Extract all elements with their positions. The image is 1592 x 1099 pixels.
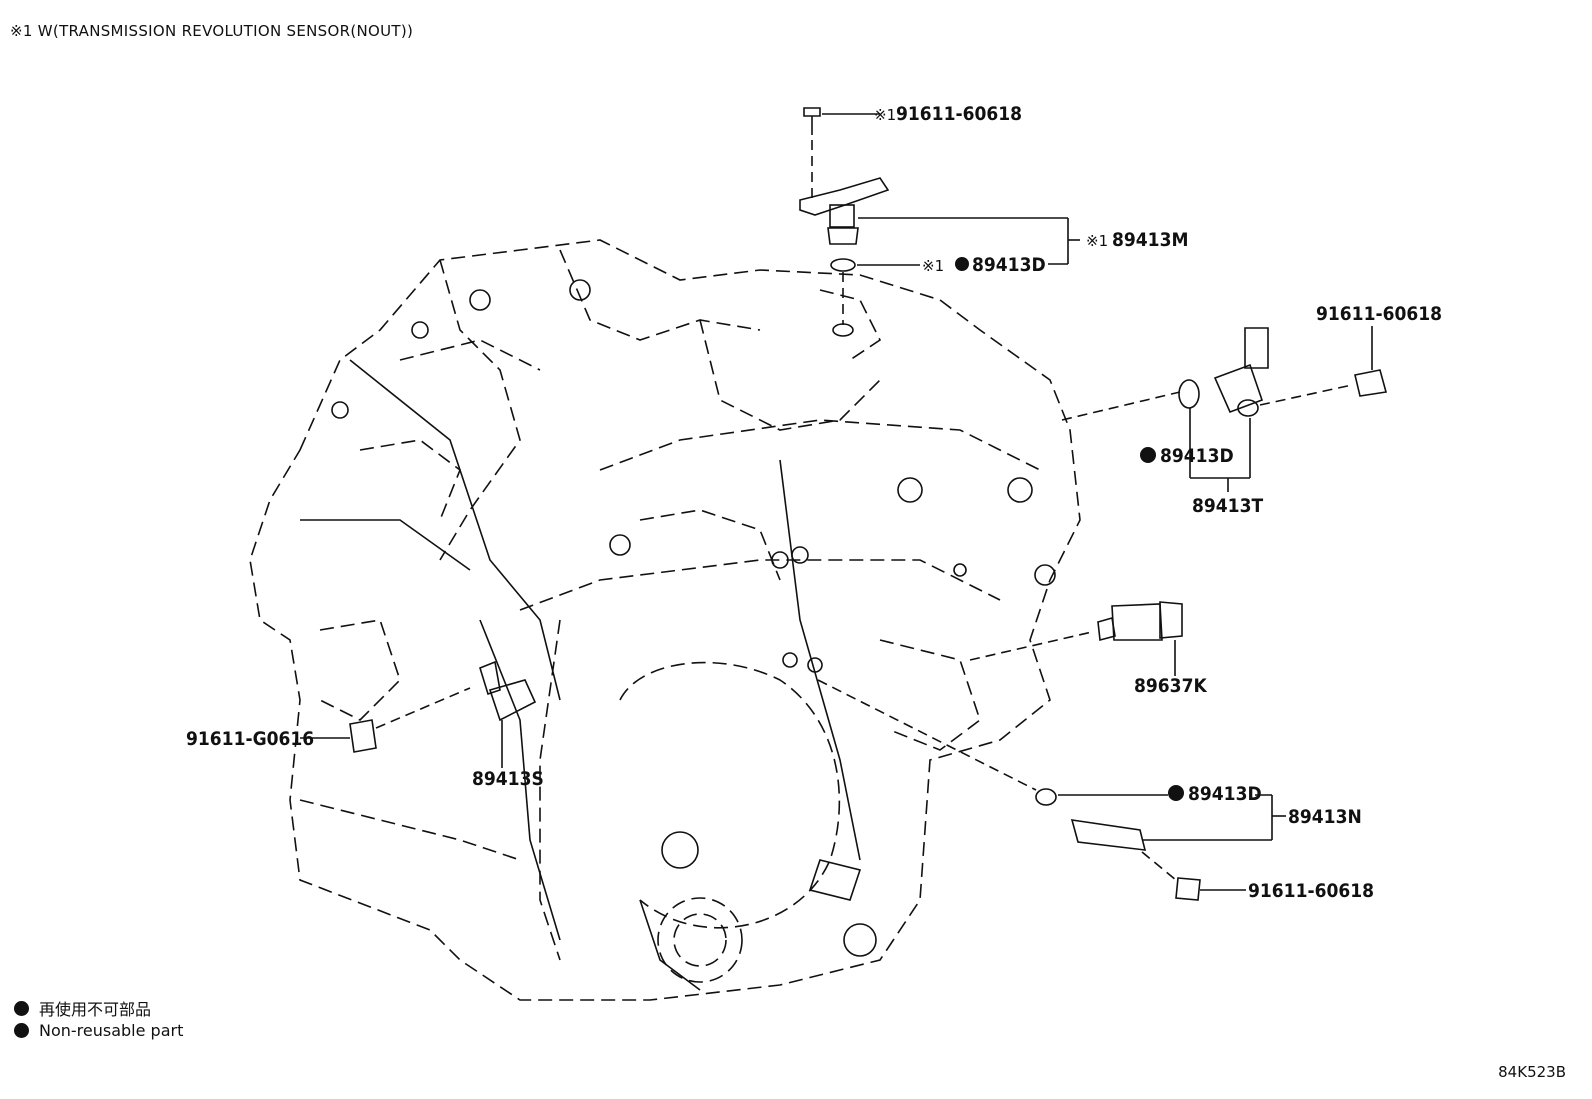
label-sensor-s: 89413S: [472, 768, 544, 790]
ref-mark-sensor-m: ※1: [1086, 232, 1108, 250]
ref-mark-bolt-top: ※1: [874, 106, 896, 124]
sensor-n-assembly: [817, 679, 1201, 901]
nonreusable-dot-icon: [14, 1000, 29, 1016]
switch-k-assembly: [969, 601, 1183, 661]
callout-oring-top: ※1 89413D: [922, 254, 1046, 276]
label-sensor-n: 89413N: [1288, 806, 1362, 828]
label-bolt-right: 91611-60618: [1316, 303, 1442, 325]
nonreusable-dot-icon: [1168, 785, 1184, 801]
diagram-code: 84K523B: [1498, 1063, 1566, 1081]
label-sensor-m: 89413M: [1112, 229, 1188, 251]
housing-solid-features: [300, 279, 1056, 991]
label-oring-right: 89413D: [1160, 445, 1234, 467]
nonreusable-dot-icon: [14, 1023, 29, 1038]
legend-jp: 再使用不可部品: [14, 996, 151, 1020]
sensor-s-assembly: [349, 660, 537, 753]
callout-bolt-top: ※1 91611-60618: [874, 103, 1022, 125]
legend-en: Non-reusable part: [14, 1021, 183, 1040]
legend-jp-text: 再使用不可部品: [39, 1000, 152, 1019]
nonreusable-dot-icon: [1140, 447, 1156, 463]
leader-lines: [300, 113, 1373, 891]
legend-en-text: Non-reusable part: [39, 1021, 184, 1040]
label-bolt-top: 91611-60618: [896, 103, 1022, 125]
sensor-t-assembly: [1061, 327, 1388, 421]
label-switch-k: 89637K: [1134, 675, 1207, 697]
header-note: ※1 W(TRANSMISSION REVOLUTION SENSOR(NOUT…: [10, 22, 414, 40]
sensor-m-assembly: [799, 107, 890, 337]
label-sensor-t: 89413T: [1192, 495, 1263, 517]
callout-oring-bottom: 89413D: [1168, 783, 1262, 805]
ref-mark-oring-top: ※1: [922, 257, 944, 275]
label-bolt-left: 91611-G0616: [186, 728, 314, 750]
nonreusable-dot-icon: [955, 257, 969, 271]
callout-oring-right: 89413D: [1140, 445, 1234, 467]
transmission-housing: [249, 239, 1081, 1001]
label-oring-bottom: 89413D: [1188, 783, 1262, 805]
callout-sensor-m: ※1 89413M: [1086, 229, 1188, 251]
label-oring-top: 89413D: [972, 254, 1046, 276]
label-bolt-bottom: 91611-60618: [1248, 880, 1374, 902]
